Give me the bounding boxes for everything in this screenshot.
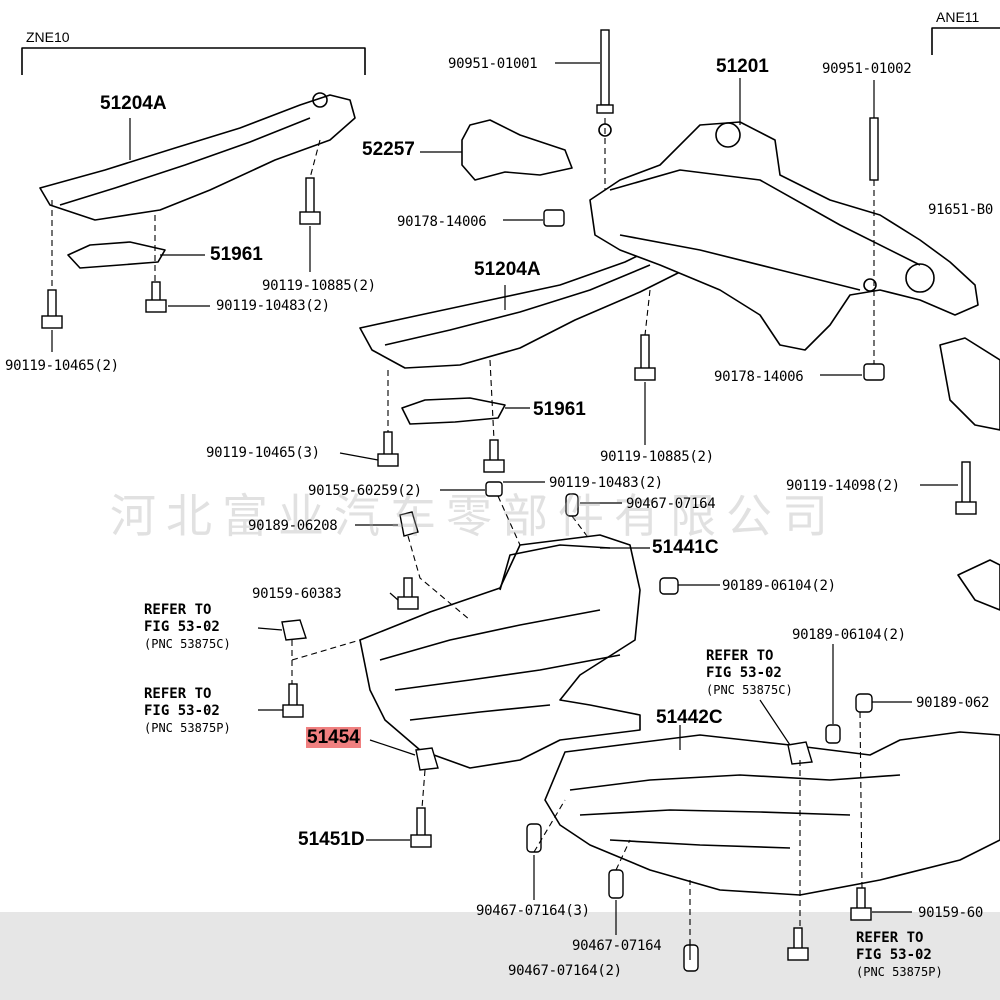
- part-label-06104-b: 90189-06104(2): [792, 627, 906, 643]
- part-label-10885-b: 90119-10885(2): [600, 449, 714, 465]
- part-label-91651: 91651-B0: [928, 202, 994, 218]
- part-label-07164-d: 90467-07164(2): [508, 963, 622, 979]
- ref-line: REFER TO: [706, 648, 774, 664]
- part-label-51961-mid: 51961: [533, 399, 586, 420]
- bracket-ane11: [931, 27, 1000, 55]
- bolt-10483-left: [145, 281, 167, 313]
- part-label-51204a-top: 51204A: [100, 93, 167, 114]
- part-label-10885-a: 90119-10885(2): [262, 278, 376, 294]
- part-label-51442c: 51442C: [656, 707, 723, 728]
- ref-line: REFER TO: [856, 930, 924, 946]
- stud-01002: [869, 117, 879, 181]
- part-label-51451d: 51451D: [298, 829, 365, 850]
- part-label-90951-01002: 90951-01002: [822, 61, 912, 77]
- part-label-10465-b: 90119-10465(3): [206, 445, 320, 461]
- part-label-90178-b: 90178-14006: [714, 369, 804, 385]
- bolt-53875p-right: [787, 927, 809, 961]
- part-label-10465-a: 90119-10465(2): [5, 358, 119, 374]
- clip-06104-top: [659, 577, 679, 595]
- group-label-ane11: ANE11: [936, 9, 980, 25]
- ref-note-53875p-right: REFER TO FIG 53-02 (PNC 53875P): [856, 930, 943, 981]
- bolt-10465-left: [41, 289, 63, 329]
- highlighted-part-51454: 51454: [306, 727, 361, 748]
- part-label-90178-a: 90178-14006: [397, 214, 487, 230]
- bolt-10483-mid: [483, 439, 505, 473]
- part-label-51961-top: 51961: [210, 244, 263, 265]
- part-label-06104-a: 90189-06104(2): [722, 578, 836, 594]
- part-label-10483-a: 90119-10483(2): [216, 298, 330, 314]
- stud-01001: [596, 29, 614, 114]
- crossmember-51201: [589, 121, 979, 351]
- clip-51454: [415, 747, 439, 771]
- bracket-52257: [461, 119, 573, 181]
- ref-line: (PNC 53875P): [856, 965, 943, 979]
- part-label-06208: 90189-06208: [248, 518, 338, 534]
- ref-line: (PNC 53875C): [144, 637, 231, 651]
- bolt-10465-mid: [377, 431, 399, 467]
- clip-062: [855, 693, 873, 713]
- clip-53875c-left: [281, 619, 307, 641]
- bracket-51961-mid: [401, 397, 506, 425]
- ref-note-53875c-left: REFER TO FIG 53-02 (PNC 53875C): [144, 602, 231, 653]
- part-label-062: 90189-062: [916, 695, 990, 711]
- clip-07164-3: [526, 823, 542, 853]
- bracket-51961-top: [67, 241, 166, 269]
- part-label-07164-a: 90467-07164: [626, 496, 716, 512]
- part-label-90951-01001: 90951-01001: [448, 56, 538, 72]
- ref-line: FIG 53-02: [144, 619, 220, 635]
- part-label-52257: 52257: [362, 139, 415, 160]
- part-label-51201: 51201: [716, 56, 769, 77]
- under-cover-51441c: [359, 534, 641, 769]
- part-label-51454: 51454: [306, 727, 361, 748]
- part-label-14098: 90119-14098(2): [786, 478, 900, 494]
- ref-line: FIG 53-02: [856, 947, 932, 963]
- bolt-51451d: [410, 807, 432, 848]
- ref-line: REFER TO: [144, 602, 212, 618]
- bolt-14098: [955, 461, 977, 515]
- ref-line: (PNC 53875C): [706, 683, 793, 697]
- part-label-60-br: 90159-60: [918, 905, 984, 921]
- ref-line: FIG 53-02: [706, 665, 782, 681]
- bracket-right-fragment: [939, 337, 1000, 431]
- bottom-gray-band: [0, 912, 1000, 1000]
- bolt-10885-left: [299, 177, 321, 225]
- bracket-zne10: [21, 47, 366, 75]
- nut-14006-top: [543, 209, 565, 227]
- part-label-51204a-mid: 51204A: [474, 259, 541, 280]
- part-label-07164-c: 90467-07164: [572, 938, 662, 954]
- bolt-53875p-left: [282, 683, 304, 718]
- ref-line: (PNC 53875P): [144, 721, 231, 735]
- bracket-right-fragment-2: [957, 559, 1000, 611]
- clip-06208: [399, 511, 419, 537]
- brace-51204a-top: [39, 92, 356, 221]
- nut-14006-mid: [863, 363, 885, 381]
- bolt-60-br: [850, 887, 872, 921]
- clip-07164-c: [608, 869, 624, 899]
- watermark-text: 河北富业汽车零部件有限公司: [110, 489, 838, 543]
- part-label-07164-b: 90467-07164(3): [476, 903, 590, 919]
- part-label-10483-b: 90119-10483(2): [549, 475, 663, 491]
- bolt-60383: [397, 577, 419, 610]
- under-cover-51442c: [544, 731, 1000, 896]
- part-label-60383: 90159-60383: [252, 586, 342, 602]
- ref-line: FIG 53-02: [144, 703, 220, 719]
- part-label-60259: 90159-60259(2): [308, 483, 422, 499]
- part-label-51441c: 51441C: [652, 537, 719, 558]
- ref-note-53875p-left: REFER TO FIG 53-02 (PNC 53875P): [144, 686, 231, 737]
- clip-53875c-right: [787, 741, 813, 765]
- ref-line: REFER TO: [144, 686, 212, 702]
- clip-06104-right: [825, 724, 841, 744]
- clip-60259: [485, 481, 503, 497]
- bolt-10885-mid: [634, 334, 656, 381]
- ref-note-53875c-right: REFER TO FIG 53-02 (PNC 53875C): [706, 648, 793, 699]
- group-label-zne10: ZNE10: [26, 29, 70, 45]
- clip-07164-2: [683, 944, 699, 972]
